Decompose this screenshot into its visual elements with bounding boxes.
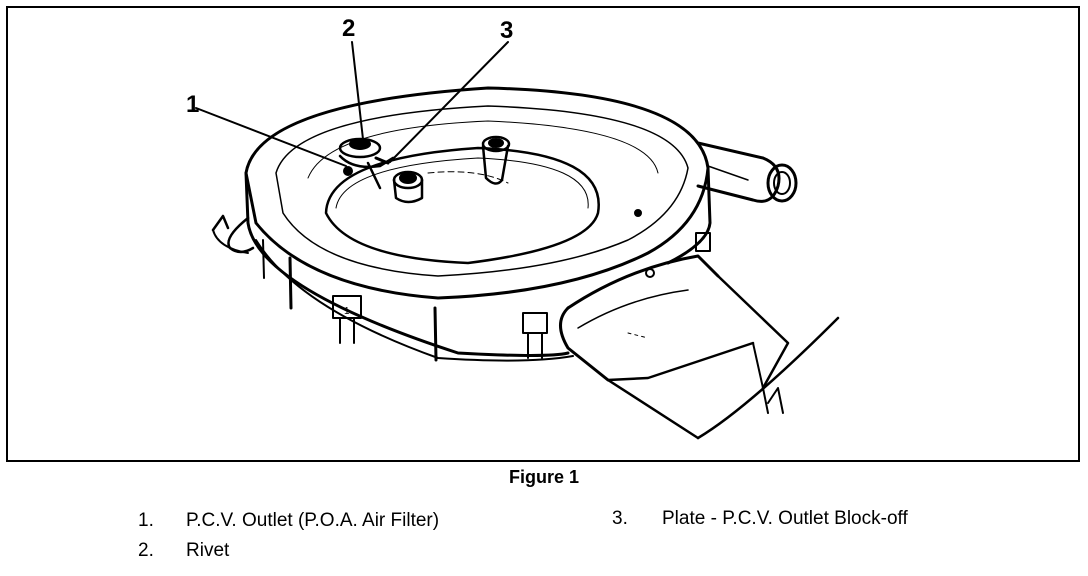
legend-text: Plate - P.C.V. Outlet Block-off (662, 508, 908, 529)
legend-number: 2. (138, 540, 154, 561)
legend-text: Rivet (186, 540, 230, 561)
center-fitting (392, 135, 511, 204)
front-latches: 1 (332, 232, 711, 359)
callout-1: 1 (186, 91, 199, 118)
callout-2: 2 (342, 15, 355, 42)
figure-frame: 1 (6, 6, 1080, 462)
air-cleaner-housing (244, 86, 712, 362)
figure-caption: Figure 1 (508, 467, 579, 487)
left-clip (211, 214, 255, 254)
svg-text:1: 1 (344, 306, 350, 317)
pcv-outlet-assembly (338, 137, 395, 190)
air-cleaner-illustration: 1 (186, 15, 840, 440)
snorkel-tube (696, 141, 798, 203)
legend-number: 1. (138, 510, 154, 531)
callout-leaders (195, 41, 509, 167)
legend-text: P.C.V. Outlet (P.O.A. Air Filter) (186, 510, 440, 531)
legend-number: 3. (612, 508, 628, 529)
callout-3: 3 (500, 17, 513, 44)
inlet-duct (559, 254, 840, 440)
